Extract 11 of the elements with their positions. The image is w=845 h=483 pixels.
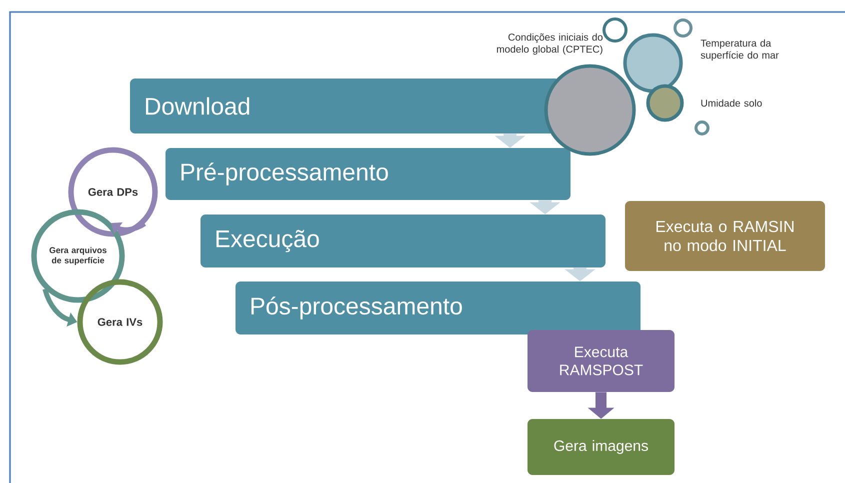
cycle-ring: Gera DPs xyxy=(68,147,158,237)
cycle-ring: Gera arquivos de superfície xyxy=(31,209,125,303)
cycle-ring: Gera IVs xyxy=(77,279,163,365)
step-box: Pré-processamento xyxy=(166,148,570,200)
step-box: Pós-processamento xyxy=(236,282,640,334)
process-box: Executa RAMSPOST xyxy=(528,330,674,392)
arrow xyxy=(111,222,146,234)
step-box: Download xyxy=(130,78,560,134)
process-box: Gera imagens xyxy=(528,419,674,475)
process-box: Executa o RAMSIN no modo INITIAL xyxy=(625,201,825,271)
step-box: Execução xyxy=(200,214,606,268)
